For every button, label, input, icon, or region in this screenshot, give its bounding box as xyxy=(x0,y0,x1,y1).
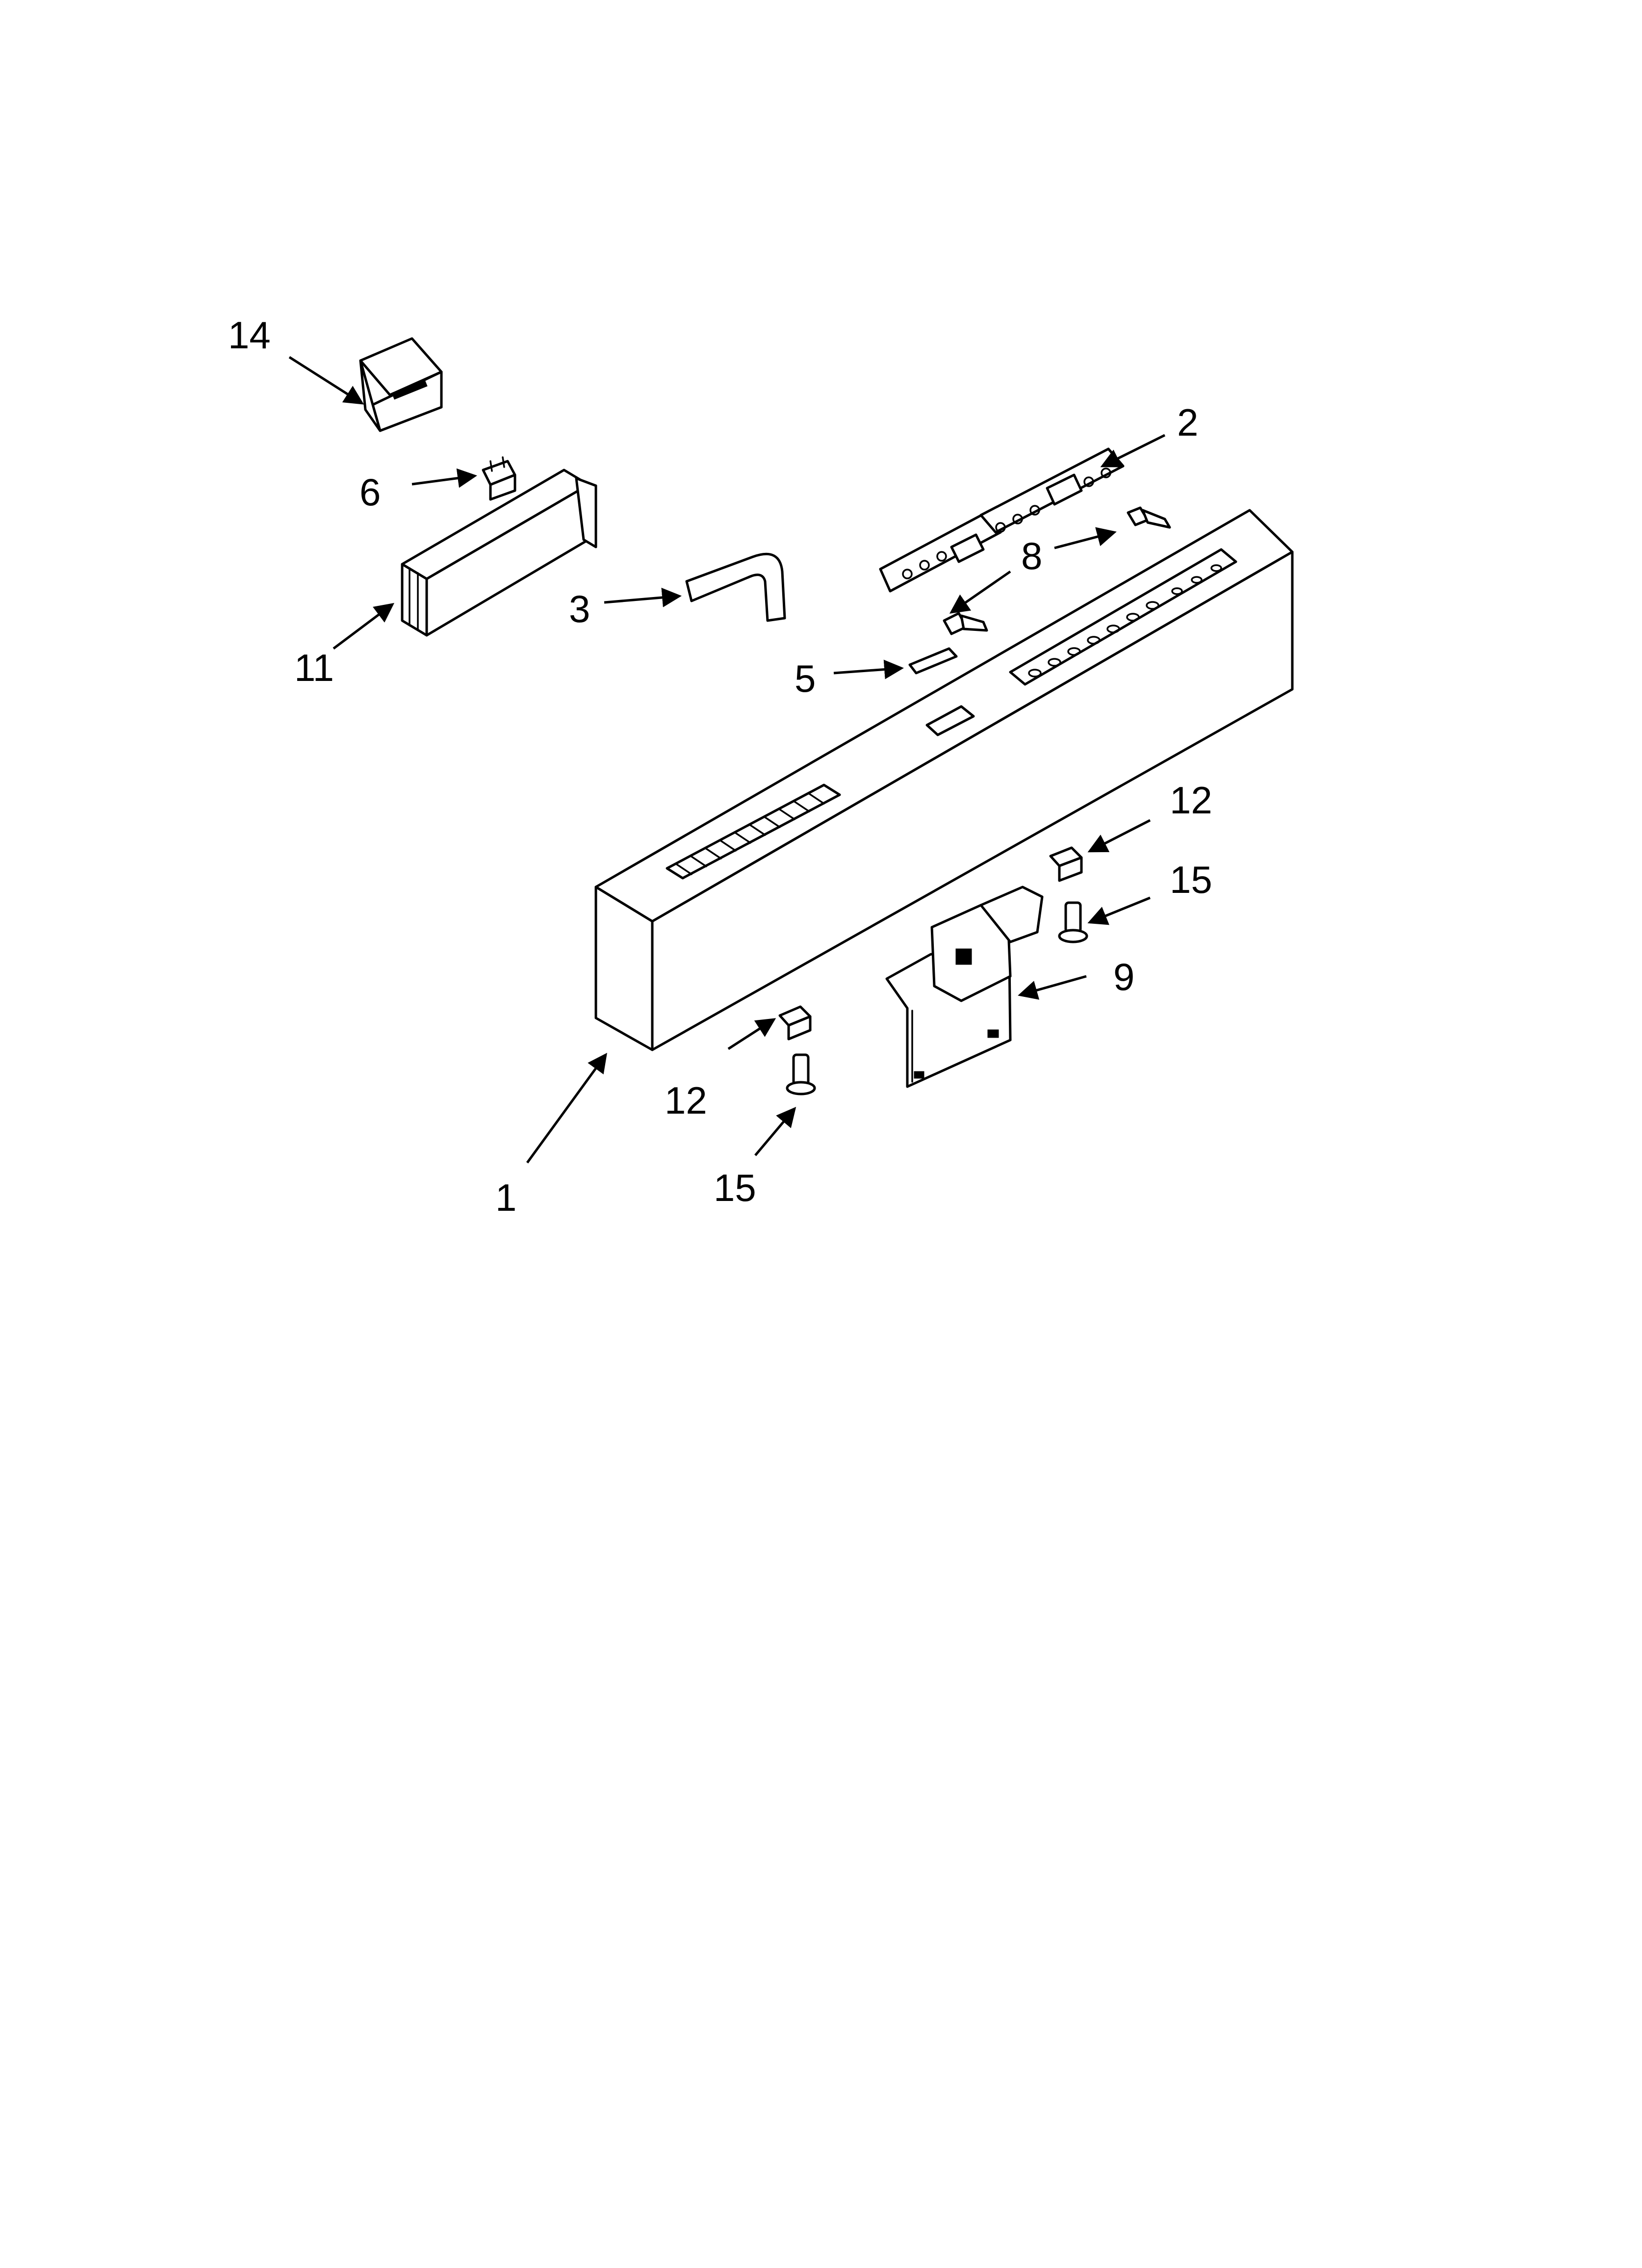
part-12-clip-right xyxy=(1049,846,1083,882)
board-components xyxy=(902,468,1111,579)
part-14-cover xyxy=(359,337,443,432)
leader-lines xyxy=(288,356,1166,1164)
keypad-buttons xyxy=(1028,564,1222,678)
part-15-screw-left xyxy=(786,1053,816,1095)
part-8-screw-upper xyxy=(1127,506,1171,529)
callout-9: 9 xyxy=(1113,955,1134,998)
callout-11: 11 xyxy=(294,646,334,689)
callout-14: 14 xyxy=(228,313,271,357)
callout-12-left: 12 xyxy=(665,1079,707,1122)
part-9-switch-assembly xyxy=(885,886,1044,1088)
callout-5: 5 xyxy=(795,657,816,700)
vent-slots xyxy=(676,793,825,875)
callout-labels: 14 2 6 8 3 11 5 12 15 9 12 15 1 xyxy=(228,313,1212,1219)
part-11-module xyxy=(401,469,597,637)
callout-1: 1 xyxy=(495,1176,516,1219)
part-15-screw-right xyxy=(1058,901,1088,943)
callout-2: 2 xyxy=(1177,401,1198,444)
part-6-connector xyxy=(482,456,516,501)
callout-8: 8 xyxy=(1021,534,1042,577)
callout-15-right: 15 xyxy=(1170,858,1212,901)
control-panel-console xyxy=(594,509,1294,1051)
part-5-badge xyxy=(908,647,958,675)
callout-15-left: 15 xyxy=(714,1166,756,1209)
callout-6: 6 xyxy=(359,470,381,514)
callout-12-right: 12 xyxy=(1170,779,1212,822)
callout-3: 3 xyxy=(569,587,590,630)
part-8-screw-lower xyxy=(943,612,988,635)
part-2-circuit-board xyxy=(879,447,1125,593)
part-12-clip-left xyxy=(778,1005,812,1041)
part-3-bracket xyxy=(685,552,786,622)
